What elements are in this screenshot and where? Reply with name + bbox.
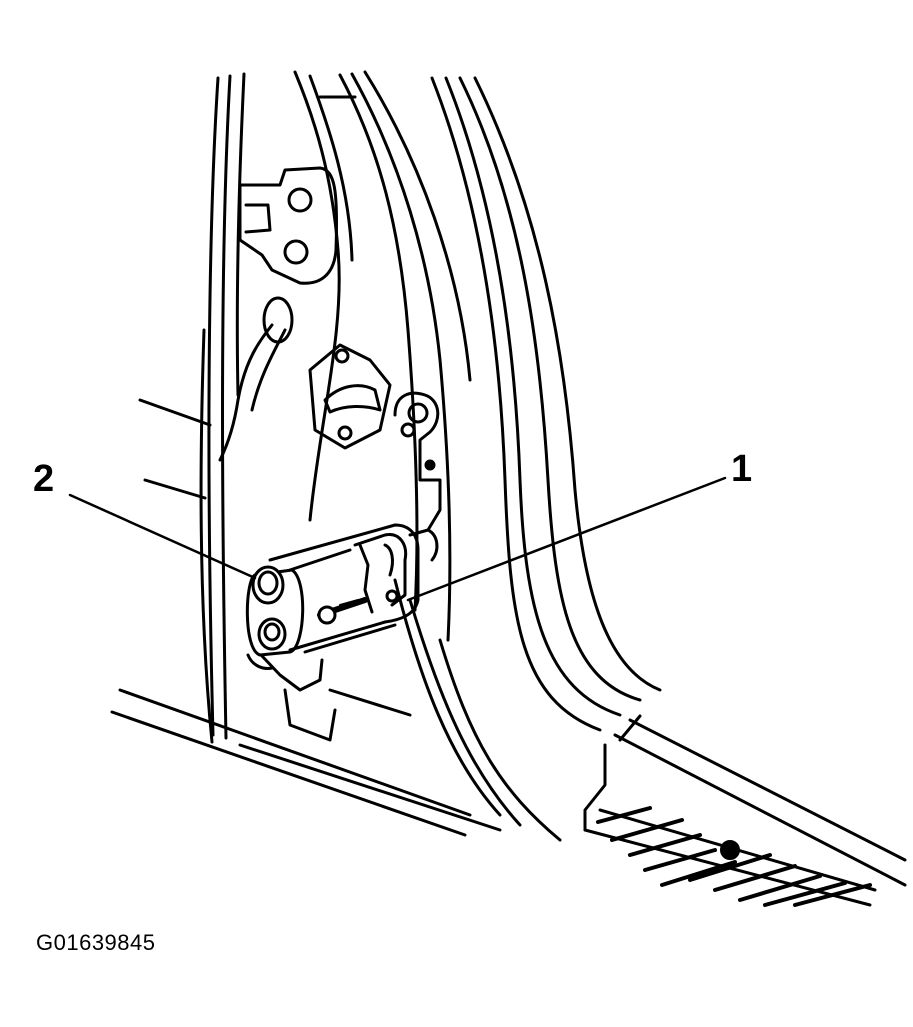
- hinge-pin-assembly: [245, 548, 412, 742]
- floor-lines: [110, 398, 502, 837]
- pillar-edges: [199, 72, 246, 744]
- leader-line-2: [68, 493, 257, 580]
- check-arm-bracket: [393, 391, 442, 532]
- striker-bracket: [308, 343, 416, 450]
- leader-line-1: [406, 476, 727, 602]
- scuff-plate-slots: [596, 806, 872, 907]
- upper-hinge: [238, 166, 339, 285]
- callout-label-1: 1: [731, 448, 753, 490]
- body-panel-curves: [293, 70, 472, 642]
- b-pillar-curves: [393, 76, 662, 842]
- rocker-sill: [583, 714, 907, 907]
- figure-id-label: G01639845: [36, 930, 156, 955]
- callout-leaders: [68, 476, 727, 602]
- lower-hinge: [268, 523, 439, 652]
- callout-label-2: 2: [33, 458, 55, 500]
- wire-harness: [218, 296, 294, 462]
